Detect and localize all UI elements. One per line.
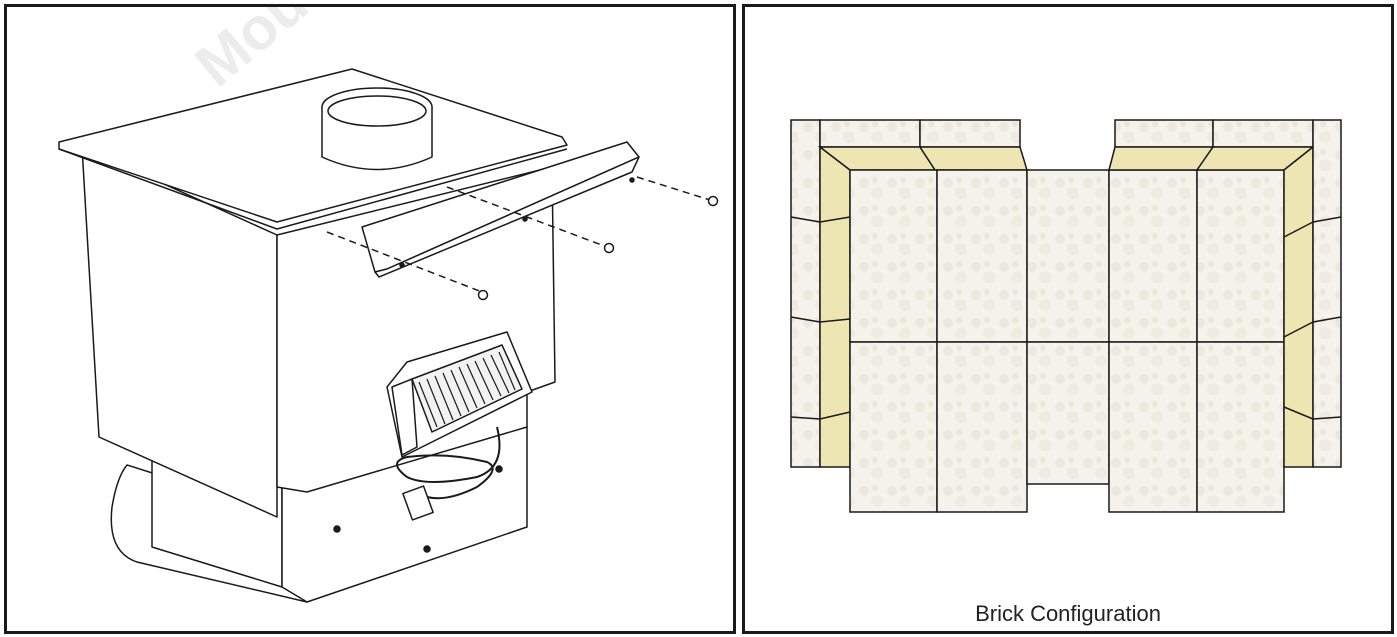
right-angled-bricks — [1283, 145, 1314, 468]
top-right-bricks — [1108, 119, 1316, 171]
screw-2 — [603, 242, 615, 254]
power-plug — [402, 485, 434, 521]
left-angled-bricks — [819, 145, 851, 468]
screws — [477, 195, 719, 301]
back-wall-bricks — [849, 169, 1285, 513]
top-plate-edge — [58, 148, 568, 230]
brick-diagram — [790, 119, 1342, 513]
stove-diagram — [58, 68, 719, 603]
left-side-bricks — [790, 119, 821, 468]
power-cord — [396, 426, 501, 500]
diagram-caption: Brick Configuration — [975, 601, 1161, 626]
blower-fins — [418, 351, 516, 428]
blower-bracket — [391, 378, 418, 456]
screw-guides — [326, 176, 711, 293]
top-left-bricks — [817, 119, 1029, 171]
right-side-bricks — [1312, 119, 1342, 468]
brick-configuration-panel: Brick Configuration — [742, 4, 1394, 634]
screw-1 — [477, 289, 489, 301]
stove-assembly-panel: Mou — [4, 4, 736, 634]
flue-collar-body — [321, 107, 433, 171]
screw-3 — [707, 195, 719, 207]
